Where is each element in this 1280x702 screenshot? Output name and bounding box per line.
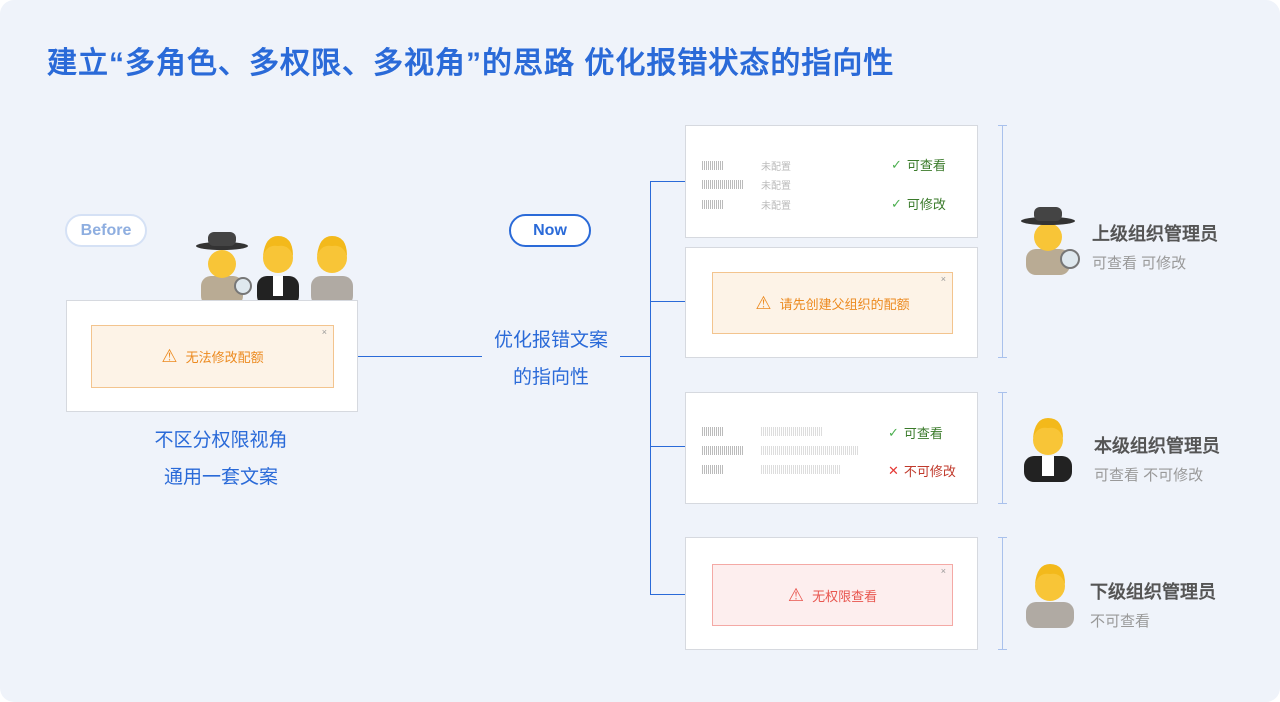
- avatar-group: [193, 228, 363, 307]
- branch: [650, 594, 685, 595]
- perm-edit: ✓可修改: [891, 195, 946, 213]
- parent-quota-warning: ⚠ 请先创建父组织的配额 ×: [712, 272, 953, 334]
- tuxedo-avatar-icon: [1024, 418, 1072, 482]
- caption-line: 通用一套文案: [163, 467, 278, 488]
- warning-icon: ⚠: [161, 346, 178, 366]
- before-caption: 不区分权限视角 通用一套文案: [121, 422, 321, 496]
- branch: [650, 301, 685, 302]
- before-pill: Before: [65, 214, 147, 247]
- before-card: ⚠ 无法修改配额 ×: [66, 300, 358, 412]
- warning-text: 无法修改配额: [185, 350, 264, 365]
- same-level-card: ✓可查看 ✕不可修改: [685, 392, 978, 504]
- perm-view: ✓可查看: [891, 156, 946, 174]
- role-perms: 可查看 不可修改: [1094, 467, 1204, 484]
- label-line: 优化报错文案: [493, 330, 608, 351]
- close-icon[interactable]: ×: [321, 327, 327, 337]
- branch: [650, 446, 685, 447]
- config-value: 未配置: [761, 162, 791, 173]
- bracket: [998, 125, 1007, 358]
- warning-icon: ⚠: [787, 584, 805, 605]
- warning-icon: ⚠: [755, 292, 772, 313]
- now-pill: Now: [509, 214, 591, 247]
- perm-edit-denied: ✕不可修改: [888, 462, 956, 480]
- role-name: 上级组织管理员: [1092, 224, 1218, 244]
- upper-config-card: 未配置 未配置 未配置 ✓可查看 ✓可修改: [685, 125, 978, 238]
- close-icon[interactable]: ×: [940, 274, 946, 284]
- bracket: [998, 537, 1007, 650]
- warning-text: 请先创建父组织的配额: [779, 296, 910, 312]
- config-value: 未配置: [761, 181, 791, 192]
- detective-avatar-icon: [1021, 207, 1080, 275]
- check-icon: ✓: [891, 156, 902, 172]
- caption-line: 不区分权限视角: [154, 430, 288, 451]
- role-upper: 上级组织管理员可查看 可修改: [1092, 220, 1218, 273]
- bracket: [998, 392, 1007, 504]
- role-name: 本级组织管理员: [1094, 436, 1220, 456]
- role-lower: 下级组织管理员不可查看: [1090, 578, 1216, 631]
- warning-text: 无权限查看: [812, 588, 878, 604]
- role-perms: 可查看 可修改: [1092, 255, 1187, 272]
- role-name: 下级组织管理员: [1090, 582, 1216, 602]
- three-admins-icon: [196, 232, 353, 306]
- generic-warning-alert: ⚠ 无法修改配额 ×: [91, 325, 334, 388]
- no-permission-alert: ⚠ 无权限查看 ×: [712, 564, 953, 626]
- check-icon: ✓: [891, 195, 902, 211]
- role-same: 本级组织管理员可查看 不可修改: [1094, 432, 1220, 485]
- office-worker-avatar-icon: [1026, 564, 1074, 628]
- lower-warning-card: ⚠ 无权限查看 ×: [685, 537, 978, 650]
- upper-warning-card: ⚠ 请先创建父组织的配额 ×: [685, 247, 978, 358]
- check-icon: ✓: [888, 424, 899, 440]
- x-icon: ✕: [888, 462, 899, 478]
- perm-view: ✓可查看: [888, 424, 943, 442]
- role-perms: 不可查看: [1090, 613, 1151, 630]
- config-value: 未配置: [761, 201, 791, 212]
- close-icon[interactable]: ×: [940, 566, 946, 576]
- branch-trunk: [650, 181, 651, 594]
- middle-label: 优化报错文案 的指向性: [482, 322, 620, 396]
- label-line: 的指向性: [512, 367, 589, 388]
- page-title: 建立“多角色、多权限、多视角”的思路 优化报错状态的指向性: [47, 47, 895, 80]
- branch: [650, 181, 685, 182]
